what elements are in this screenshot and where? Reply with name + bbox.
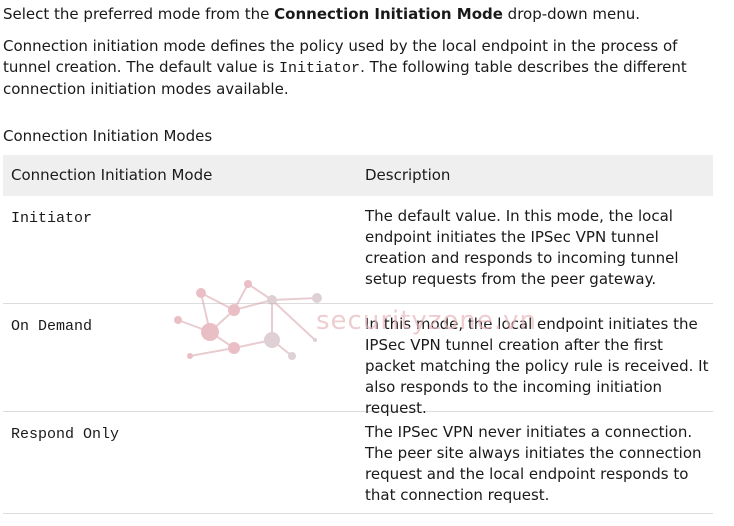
table-row: On Demand In this mode, the local endpoi… xyxy=(3,304,713,417)
table-row: Initiator The default value. In this mod… xyxy=(3,196,713,304)
intro-prefix: Select the preferred mode from the xyxy=(3,5,275,23)
description-paragraph: Connection initiation mode defines the p… xyxy=(3,36,715,100)
description-code: Initiator xyxy=(279,60,361,77)
row-description: In this mode, the local endpoint initiat… xyxy=(365,315,709,417)
row-description: The default value. In this mode, the loc… xyxy=(365,207,679,288)
intro-suffix: drop-down menu. xyxy=(502,5,641,23)
modes-table: Connection Initiation Mode Description I… xyxy=(3,155,713,514)
row-description: The IPSec VPN never initiates a connecti… xyxy=(365,423,702,504)
row-mode: Initiator xyxy=(11,210,93,227)
description-part1: Connection initiation mode defines the p… xyxy=(3,37,678,76)
description-part2: . The following table describes the diff… xyxy=(3,58,687,98)
row-mode: On Demand xyxy=(11,318,93,335)
header-description: Description xyxy=(365,166,451,184)
table-row: Respond Only The IPSec VPN never initiat… xyxy=(3,412,713,514)
intro-bold: Connection Initiation Mode xyxy=(274,5,503,23)
table-header: Connection Initiation Mode Description xyxy=(3,155,713,196)
intro-paragraph: Select the preferred mode from the Conne… xyxy=(3,4,640,24)
header-mode: Connection Initiation Mode xyxy=(11,166,213,184)
row-mode: Respond Only xyxy=(11,426,120,443)
table-caption: Connection Initiation Modes xyxy=(3,127,213,145)
